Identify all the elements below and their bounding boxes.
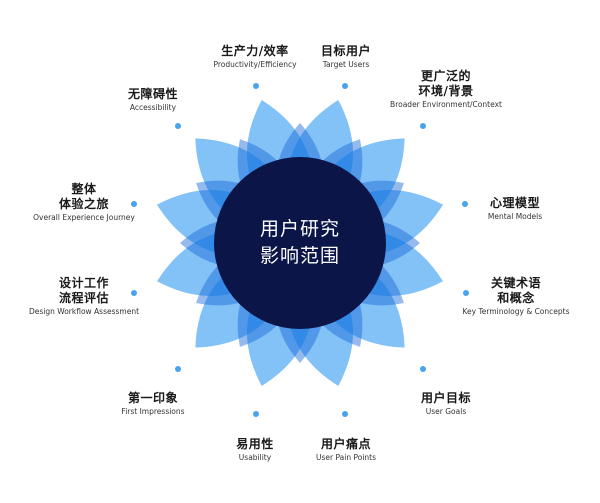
label-target-users-en: Target Users — [322, 60, 370, 69]
center-title-line1: 用户研究 — [259, 218, 341, 240]
dot-design-workflow — [131, 290, 137, 296]
label-key-terminology: 关键术语 和概念 Key Terminology & Concepts — [463, 276, 570, 318]
label-user-pain-points-zh: 用户痛点 — [320, 437, 372, 451]
dot-accessibility — [175, 123, 181, 129]
dot-user-pain-points — [342, 411, 348, 417]
label-design-workflow-zh1: 设计工作 — [58, 276, 109, 290]
label-broader-context: 更广泛的 环境/背景 Broader Environment/Context — [390, 69, 502, 111]
label-first-impressions-en: First Impressions — [121, 407, 185, 416]
label-design-workflow-zh2: 流程评估 — [58, 291, 109, 305]
center-title: 用户研究 影响范围 — [260, 216, 340, 270]
label-broader-context-en: Broader Environment/Context — [390, 100, 502, 109]
center-circle — [214, 157, 386, 329]
dot-key-terminology — [463, 290, 469, 296]
label-user-goals: 用户目标 User Goals — [421, 391, 471, 418]
label-user-pain-points: 用户痛点 User Pain Points — [316, 437, 376, 464]
label-overall-journey-zh1: 整体 — [71, 182, 97, 196]
label-usability-zh: 易用性 — [236, 437, 274, 451]
label-key-terminology-zh1: 关键术语 — [490, 276, 541, 290]
center-title-line2: 影响范围 — [259, 245, 341, 267]
label-broader-context-zh1: 更广泛的 — [420, 69, 472, 83]
dot-first-impressions — [175, 366, 181, 372]
label-overall-journey: 整体 体验之旅 Overall Experience Journey — [33, 182, 135, 224]
label-target-users: 目标用户 Target Users — [321, 44, 371, 71]
label-user-pain-points-en: User Pain Points — [315, 453, 377, 462]
label-productivity-zh: 生产力/效率 — [221, 44, 289, 58]
dot-target-users — [342, 83, 348, 89]
label-accessibility: 无障碍性 Accessibility — [128, 87, 178, 114]
label-productivity: 生产力/效率 Productivity/Efficiency — [213, 44, 296, 71]
dot-productivity — [253, 83, 259, 89]
label-usability-en: Usability — [238, 453, 272, 462]
dot-user-goals — [420, 366, 426, 372]
label-design-workflow-en: Design Workflow Assessment — [28, 307, 140, 316]
label-broader-context-zh2: 环境/背景 — [418, 84, 474, 98]
label-usability: 易用性 Usability — [236, 437, 274, 464]
label-key-terminology-en: Key Terminology & Concepts — [462, 307, 570, 316]
label-user-goals-zh: 用户目标 — [420, 391, 472, 405]
label-first-impressions-zh: 第一印象 — [127, 391, 179, 405]
label-key-terminology-zh2: 和概念 — [497, 291, 535, 305]
label-overall-journey-en: Overall Experience Journey — [33, 213, 135, 222]
label-mental-models-en: Mental Models — [487, 212, 543, 221]
label-productivity-en: Productivity/Efficiency — [213, 60, 297, 69]
label-mental-models-zh: 心理模型 — [489, 196, 540, 210]
dot-broader-context — [420, 123, 426, 129]
label-user-goals-en: User Goals — [425, 407, 467, 416]
dot-overall-journey — [131, 201, 137, 207]
label-overall-journey-zh2: 体验之旅 — [58, 197, 109, 211]
label-design-workflow: 设计工作 流程评估 Design Workflow Assessment — [29, 276, 139, 318]
label-mental-models: 心理模型 Mental Models — [488, 196, 542, 223]
label-target-users-zh: 目标用户 — [320, 44, 372, 58]
label-accessibility-zh: 无障碍性 — [127, 87, 179, 101]
dot-usability — [253, 411, 259, 417]
dot-mental-models — [462, 201, 468, 207]
label-first-impressions: 第一印象 First Impressions — [121, 391, 184, 418]
label-accessibility-en: Accessibility — [129, 103, 177, 112]
